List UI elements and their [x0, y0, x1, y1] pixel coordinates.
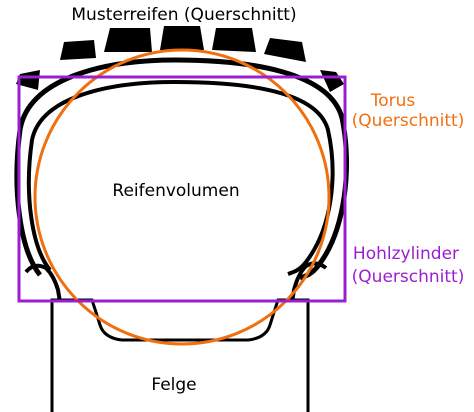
- tread-block: [16, 70, 40, 90]
- tread-block: [264, 38, 306, 62]
- tread-block: [212, 28, 256, 52]
- tire-outer-contour: [14, 57, 350, 281]
- tire-bead-left: [24, 263, 62, 303]
- volume-label: Reifenvolumen: [112, 181, 239, 201]
- torus-label-line2: (Querschnitt): [352, 111, 465, 131]
- cylinder-label-line1: Hohlzylinder: [353, 244, 459, 264]
- cylinder-label-line2: (Querschnitt): [352, 267, 465, 287]
- tread-blocks: [16, 26, 344, 92]
- rim-label: Felge: [151, 375, 196, 395]
- tread-block: [160, 26, 204, 50]
- tire-title-label: Musterreifen (Querschnitt): [71, 5, 296, 25]
- tire-bead-right: [290, 261, 328, 303]
- torus-circle: [33, 48, 331, 346]
- torus-label-line1: Torus: [370, 91, 416, 111]
- hollow-cylinder-rect: [17, 75, 347, 303]
- tread-block: [104, 28, 152, 52]
- tire-inner-contour: [26, 79, 335, 276]
- tread-block: [60, 40, 96, 60]
